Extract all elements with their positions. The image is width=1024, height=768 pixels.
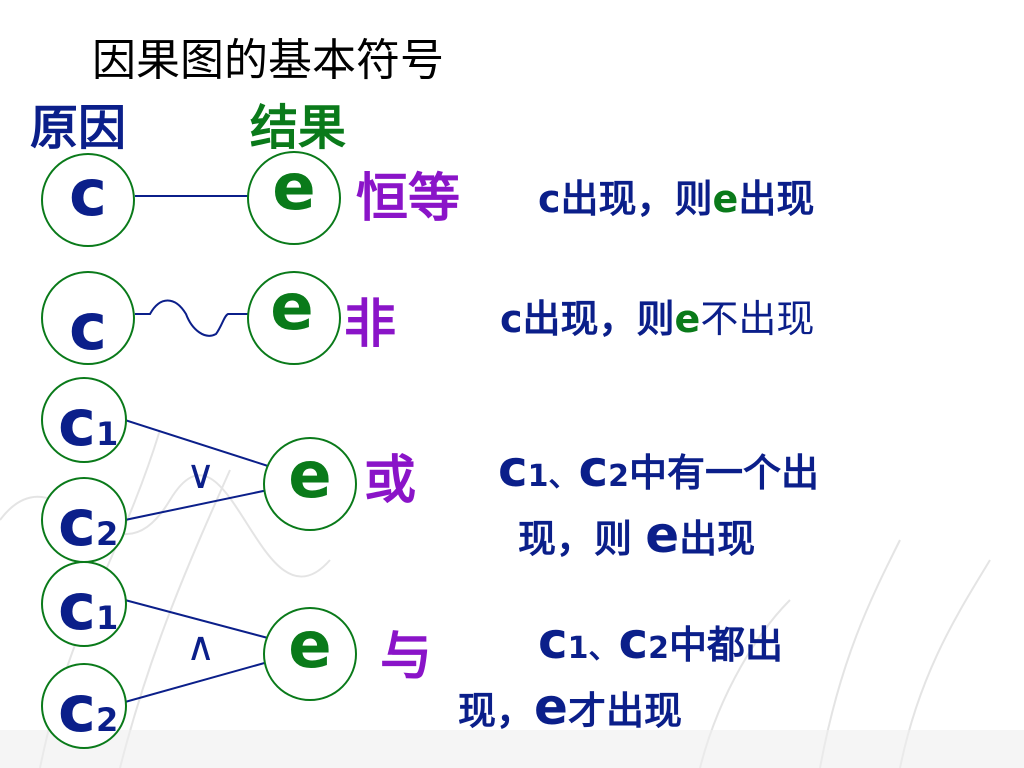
cause-circle-not (41, 271, 135, 365)
subscript-2: 2 (95, 515, 119, 553)
cause-circle-identity (41, 153, 135, 247)
symbol-identity: 恒等 (356, 169, 461, 229)
or-connector-c2 (124, 489, 269, 521)
or-connector-c1 (124, 419, 269, 467)
effect-header: 结果 (250, 100, 347, 156)
effect-node-e: e (288, 439, 332, 513)
cause-circle-and-c2 (41, 663, 127, 749)
symbol-and: 与 (380, 627, 433, 687)
cause-node-c1: c1 (58, 571, 119, 645)
cause-circle-and-c1 (41, 561, 127, 647)
desc-or-line1: c1、c2中有一个出 (498, 440, 820, 498)
effect-circle-identity (247, 151, 341, 245)
cause-circle-or-c1 (41, 377, 127, 463)
desc-or-line2: 现，则 e出现 (518, 506, 756, 564)
symbol-or: 或 (364, 451, 417, 511)
cause-header: 原因 (30, 100, 127, 156)
cause-node-c: c (69, 291, 107, 365)
subscript-1: 1 (95, 415, 119, 453)
symbol-not: 非 (344, 295, 397, 355)
and-operator: ∧ (186, 624, 216, 670)
desc-and-line2: 现，e才出现 (458, 678, 682, 736)
cause-node-c2: c2 (58, 487, 119, 561)
and-connector-c2 (124, 661, 269, 703)
desc-not: c出现，则e不出现 (500, 297, 815, 341)
subscript-2: 2 (95, 701, 119, 739)
effect-node-e: e (288, 609, 332, 683)
cause-node-c: c (69, 157, 107, 231)
desc-identity: c出现，则e出现 (538, 177, 815, 221)
effect-circle-not (247, 271, 341, 365)
page-title: 因果图的基本符号 (92, 35, 444, 86)
or-operator: ∨ (186, 452, 216, 498)
subscript-1: 1 (95, 599, 119, 637)
effect-node-e: e (272, 151, 316, 225)
effect-node-e: e (270, 271, 314, 345)
effect-circle-or (263, 437, 357, 531)
and-connector-c1 (124, 599, 269, 639)
cause-node-c2: c2 (58, 673, 119, 747)
desc-and-line1: c1、c2中都出 (538, 612, 784, 670)
effect-circle-and (263, 607, 357, 701)
not-connector (135, 299, 248, 337)
cause-node-c1: c1 (58, 387, 119, 461)
